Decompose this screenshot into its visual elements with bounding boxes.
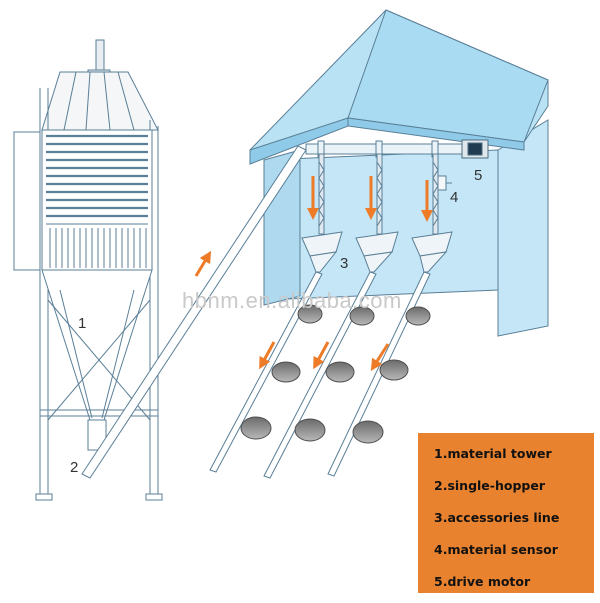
drive-motor-icon — [461, 139, 489, 159]
legend-item-material-sensor: 4.material sensor — [434, 542, 558, 557]
inlet-pipe — [81, 145, 307, 479]
material-sensor-icon — [437, 175, 452, 191]
legend-item-single-hopper: 2.single-hopper — [434, 478, 545, 493]
legend-item-accessories-line: 3.accessories line — [434, 510, 560, 525]
callout-motor: 5 — [474, 167, 482, 184]
legend-box: 1.material tower 2.single-hopper 3.acces… — [418, 433, 594, 593]
watermark: hbnm.en.alibaba.com — [182, 288, 402, 313]
flow-arrows-lines — [194, 250, 390, 372]
callout-tower: 1 — [78, 315, 86, 332]
material-tower — [13, 39, 163, 501]
callout-inlet: 2 — [70, 459, 78, 476]
flow-arrows-down — [307, 176, 433, 222]
legend-item-material-tower: 1.material tower — [434, 446, 552, 461]
drop-pipes — [318, 153, 439, 235]
callout-sensor: 4 — [450, 189, 458, 206]
hoppers — [301, 231, 453, 273]
callout-hopper: 3 — [340, 255, 348, 272]
feeding-lines — [209, 271, 431, 479]
legend-item-drive-motor: 5.drive motor — [434, 574, 531, 589]
feeder-pans — [240, 304, 431, 444]
